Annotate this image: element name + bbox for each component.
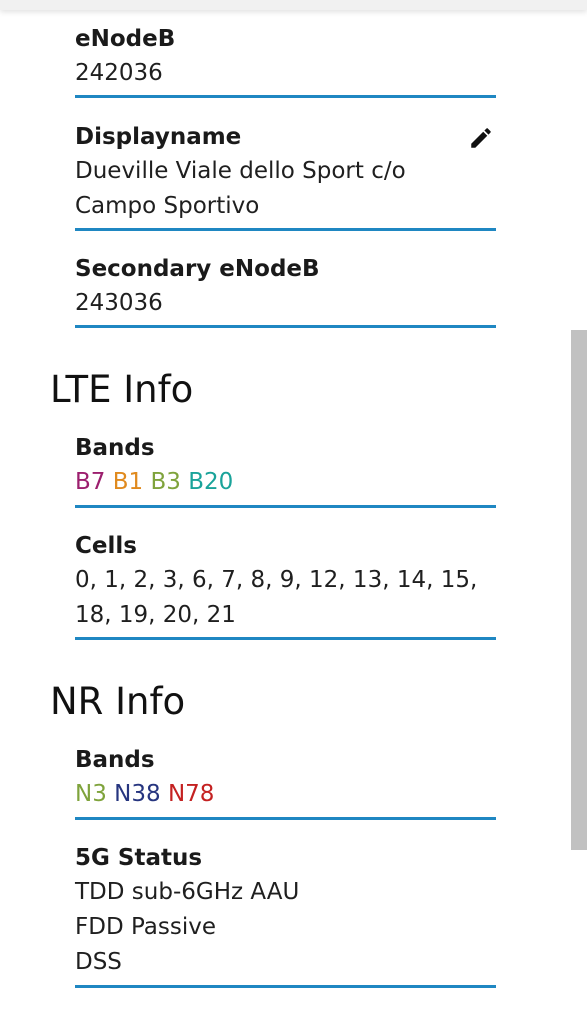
- nr-info-title: NR Info: [50, 680, 186, 723]
- lte-cells-label: Cells: [75, 533, 137, 559]
- enodeb-label: eNodeB: [75, 26, 176, 52]
- displayname-label: Displayname: [75, 124, 242, 150]
- displayname-value-line-2: Campo Sportivo: [75, 193, 260, 219]
- lte-band-b3: B3: [150, 469, 181, 495]
- displayname-value-line-1: Dueville Viale dello Sport c/o: [75, 158, 406, 184]
- nr-bands-list: N3 N38 N78: [75, 777, 496, 812]
- enodeb-value: 242036: [75, 60, 163, 86]
- nr-band-n78: N78: [167, 781, 215, 807]
- 5g-status-field: 5G Status TDD sub-6GHz AAU FDD Passive D…: [75, 841, 496, 988]
- lte-bands-list: B7 B1 B3 B20: [75, 465, 496, 500]
- secondary-enodeb-field: Secondary eNodeB 243036: [75, 252, 496, 328]
- scrollbar-thumb[interactable]: [571, 330, 587, 850]
- 5g-status-line-3: DSS: [75, 949, 122, 975]
- lte-info-title: LTE Info: [50, 368, 194, 411]
- nr-bands-field: Bands N3 N38 N78: [75, 743, 496, 820]
- lte-cells-line-2: 18, 19, 20, 21: [75, 602, 236, 628]
- 5g-status-label: 5G Status: [75, 845, 203, 871]
- lte-cells-field: Cells 0, 1, 2, 3, 6, 7, 8, 9, 12, 13, 14…: [75, 529, 496, 640]
- secondary-enodeb-label: Secondary eNodeB: [75, 256, 320, 282]
- nr-band-n3: N3: [75, 781, 107, 807]
- lte-band-b1: B1: [112, 469, 144, 495]
- nr-band-n38: N38: [114, 781, 161, 807]
- 5g-status-line-1: TDD sub-6GHz AAU: [75, 879, 300, 905]
- displayname-field: Displayname Dueville Viale dello Sport c…: [75, 120, 496, 231]
- lte-bands-label: Bands: [75, 435, 155, 461]
- pencil-icon[interactable]: [468, 125, 494, 151]
- lte-band-b7: B7: [75, 469, 106, 495]
- enodeb-field: eNodeB 242036: [75, 22, 496, 98]
- lte-cells-line-1: 0, 1, 2, 3, 6, 7, 8, 9, 12, 13, 14, 15,: [75, 567, 478, 593]
- secondary-enodeb-value: 243036: [75, 290, 163, 316]
- top-app-bar: [0, 0, 587, 10]
- lte-bands-field: Bands B7 B1 B3 B20: [75, 431, 496, 508]
- nr-bands-label: Bands: [75, 747, 155, 773]
- 5g-status-line-2: FDD Passive: [75, 914, 217, 940]
- lte-band-b20: B20: [188, 469, 234, 495]
